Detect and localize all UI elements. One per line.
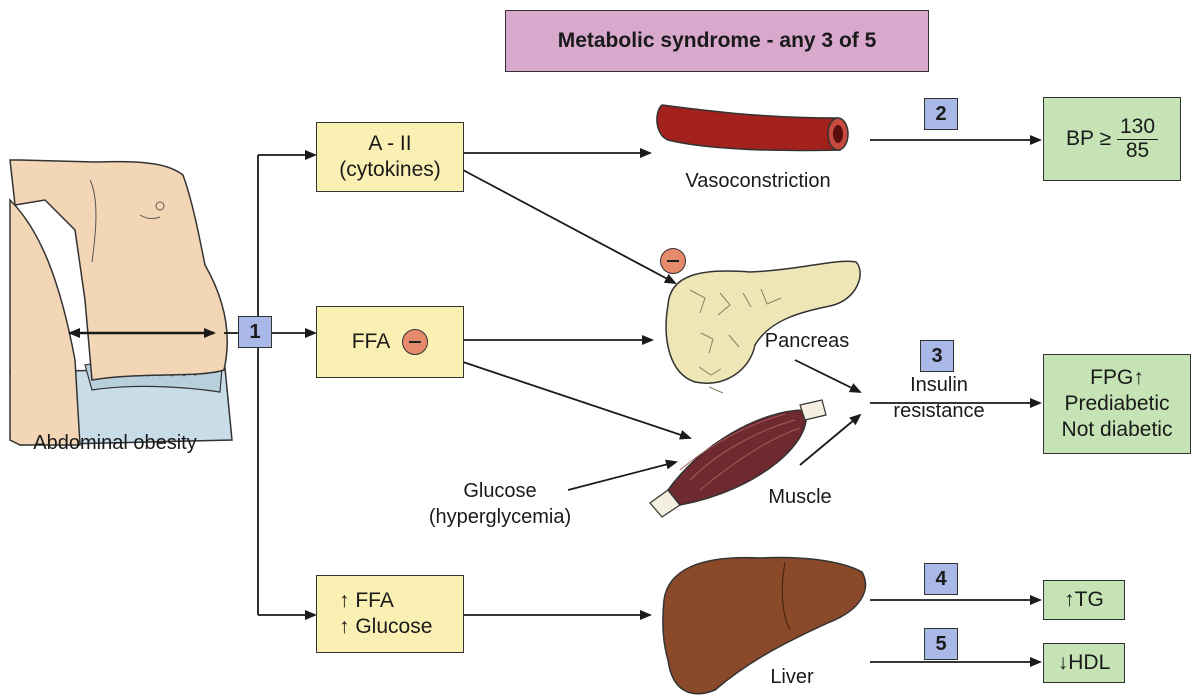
bp-denominator: 85 — [1125, 138, 1150, 162]
not-diabetic-label: Not diabetic — [1061, 418, 1173, 442]
bp-prefix: BP ≥ — [1065, 126, 1111, 150]
minus-badge-icon — [660, 248, 686, 274]
diagram-title: Metabolic syndrome - any 3 of 5 — [505, 10, 929, 72]
abdominal-obesity-label: Abdominal obesity — [33, 432, 197, 454]
increased-glucose-label: ↑ Glucose — [339, 615, 433, 638]
abdomen-figure-icon — [9, 159, 233, 446]
muscle-label: Muscle — [768, 486, 832, 508]
step-3-badge: 3 — [920, 340, 954, 372]
down-arrow-icon: ↓ — [1057, 650, 1069, 674]
vasoconstriction-label: Vasoconstriction — [685, 170, 831, 192]
step-5-badge: 5 — [924, 628, 958, 660]
fasting-glucose-box: FPG↑ Prediabetic Not diabetic — [1043, 354, 1191, 454]
glucose-line: Glucose — [463, 480, 537, 502]
insulin-resistance-label: Insulin resistance — [876, 372, 1002, 424]
pancreas-label: Pancreas — [764, 330, 850, 352]
pancreas-icon — [665, 260, 861, 394]
up-arrow-icon: ↑ — [1064, 587, 1075, 611]
ffa-label: FFA — [351, 329, 391, 353]
angiotensin-label: A - II — [368, 131, 412, 155]
step-1-badge: 1 — [238, 316, 272, 348]
liver-label: Liver — [770, 666, 814, 688]
bp-fraction: 130 85 — [1116, 116, 1159, 162]
hdl-label: HDL — [1068, 650, 1111, 674]
hyperglycemia-line: (hyperglycemia) — [428, 506, 572, 528]
up-arrow-icon: ↑ — [1133, 365, 1144, 389]
muscle-icon — [649, 399, 827, 518]
ffa-box: FFA — [316, 306, 464, 378]
angiotensin-cytokines-box: A - II (cytokines) — [316, 122, 464, 192]
glucose-hyperglycemia-label: Glucose (hyperglycemia) — [420, 478, 580, 530]
up-arrow-icon: ↑ — [339, 588, 350, 612]
bp-numerator: 130 — [1116, 116, 1159, 140]
step-4-badge: 4 — [924, 563, 958, 595]
triglycerides-box: ↑ TG — [1043, 580, 1125, 620]
tg-label: TG — [1074, 587, 1104, 611]
blood-pressure-box: BP ≥ 130 85 — [1043, 97, 1181, 181]
insulin-line: Insulin — [910, 374, 968, 396]
up-arrow-icon: ↑ — [339, 615, 350, 638]
liver-icon — [662, 556, 867, 695]
hdl-box: ↓ HDL — [1043, 643, 1125, 683]
cytokines-label: (cytokines) — [339, 158, 441, 181]
blood-vessel-icon — [656, 104, 849, 152]
liver-input-box: ↑ FFA ↑ Glucose — [316, 575, 464, 653]
step-2-badge: 2 — [924, 98, 958, 130]
prediabetic-label: Prediabetic — [1064, 391, 1170, 415]
increased-ffa-label: ↑ FFA — [339, 588, 394, 612]
resistance-line: resistance — [893, 400, 985, 422]
minus-badge-icon — [402, 329, 429, 355]
fpg-label: FPG↑ — [1090, 365, 1144, 389]
